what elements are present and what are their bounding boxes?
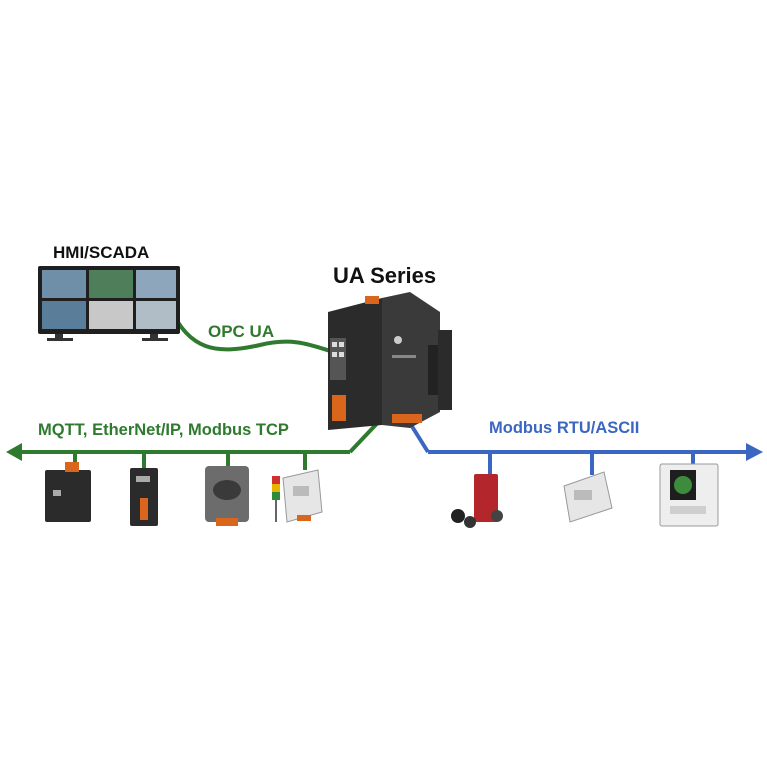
hmi-scada-label: HMI/SCADA	[53, 243, 150, 262]
signal-tower-icon	[272, 476, 280, 522]
ua-controller-icon	[328, 292, 452, 430]
opc-ua-label: OPC UA	[208, 322, 275, 341]
opc-ua-link	[168, 307, 346, 357]
io-module-icon	[45, 462, 91, 522]
converter-module-icon	[282, 469, 323, 523]
green-bus	[6, 413, 387, 475]
blue-bus-label: Modbus RTU/ASCII	[489, 419, 640, 437]
display-meter-icon	[659, 463, 719, 527]
monitor-wall-icon	[38, 266, 180, 341]
meter-module-icon	[563, 471, 613, 523]
din-module-icon	[130, 468, 158, 526]
remote-io-icon	[205, 466, 249, 526]
ua-series-label: UA Series	[333, 263, 437, 288]
green-bus-label: MQTT, EtherNet/IP, Modbus TCP	[38, 421, 289, 439]
power-meter-icon	[451, 474, 503, 528]
